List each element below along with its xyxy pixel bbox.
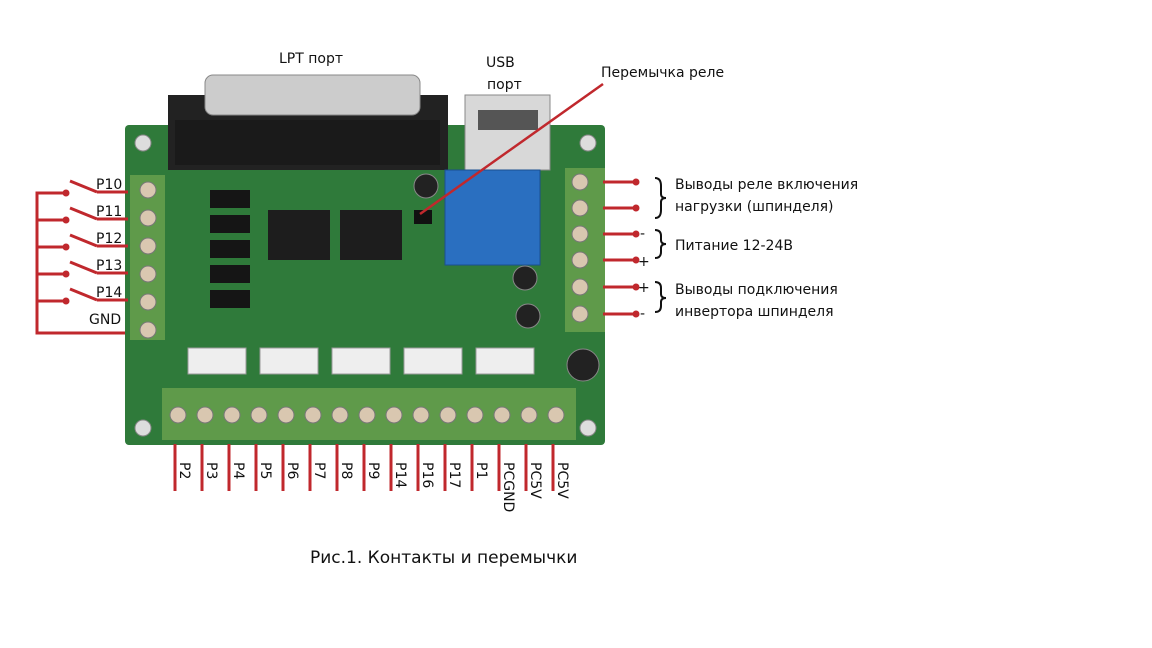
bottom-terminal-lead: P6 <box>281 444 300 491</box>
right-terminal-lead <box>603 230 640 238</box>
sign-plus: + <box>638 280 650 296</box>
left-label: P13 <box>96 258 122 274</box>
bottom-terminal-lead: P16 <box>416 444 435 491</box>
left-label: P10 <box>96 177 122 193</box>
bottom-terminal-lead: P7 <box>308 444 327 491</box>
bottom-label: P5 <box>257 462 273 479</box>
bottom-terminal-lead: P9 <box>362 444 381 491</box>
bottom-terminal-lead: P8 <box>335 444 354 491</box>
optocouplers <box>210 190 250 308</box>
left-terminal-block <box>130 175 165 340</box>
bottom-label: PC5V <box>554 462 570 499</box>
lpt-connector <box>168 74 448 170</box>
bottom-terminal-lead: P4 <box>227 444 246 491</box>
bottom-terminal-lead: P3 <box>200 444 219 491</box>
right-terminal-lead <box>603 310 640 318</box>
inverter-label: Выводы подключения <box>675 282 838 298</box>
capacitor <box>566 348 600 382</box>
sign-minus: - <box>640 226 645 242</box>
bottom-label: P17 <box>446 462 462 488</box>
bottom-label: P4 <box>230 462 246 479</box>
right-terminal-lead <box>603 178 640 186</box>
bottom-terminal-lead: P17 <box>443 444 462 491</box>
right-terminal-lead <box>603 204 640 212</box>
bottom-label: PC5V <box>527 462 543 499</box>
left-label: P11 <box>96 204 122 220</box>
bottom-label: PCGND <box>500 462 516 512</box>
chip <box>340 210 402 260</box>
bottom-label: P3 <box>203 462 219 479</box>
sign-plus: + <box>638 254 650 270</box>
chip <box>268 210 330 260</box>
controller-board <box>125 74 605 445</box>
bottom-terminal-lead: P5 <box>254 444 273 491</box>
right-terminal-lead <box>603 283 640 291</box>
figure-caption: Рис.1. Контакты и перемычки <box>310 548 577 568</box>
bottom-label: P16 <box>419 462 435 488</box>
left-terminal-p13: P13 <box>37 258 128 278</box>
bottom-label: P1 <box>473 462 489 479</box>
bottom-terminal-lead: PC5V <box>551 444 570 499</box>
left-terminal-p14: P14 <box>37 285 128 305</box>
right-terminal-block <box>565 168 605 332</box>
bottom-terminal-lead: P1 <box>470 444 489 491</box>
left-label: P12 <box>96 231 122 247</box>
bottom-terminal-lead: P14 <box>389 444 408 491</box>
relay <box>444 169 541 266</box>
relay-outputs-label-2: нагрузки (шпинделя) <box>675 199 834 215</box>
usb-port-label: USB <box>486 55 515 71</box>
relay-jumper-label: Перемычка реле <box>601 65 724 81</box>
power-label: Питание 12-24В <box>675 238 793 254</box>
jumper-pointer-line <box>419 82 604 216</box>
axis-headers <box>187 347 535 375</box>
left-label: GND <box>89 312 121 328</box>
left-terminal-p11: P11 <box>37 204 128 224</box>
left-terminal-gnd: GND <box>89 312 121 328</box>
lpt-port-label: LPT порт <box>279 51 343 67</box>
bottom-label: P14 <box>392 462 408 488</box>
capacitor <box>512 265 538 291</box>
usb-port-label-2: порт <box>487 77 522 93</box>
brackets <box>654 177 667 313</box>
capacitor <box>413 173 439 199</box>
left-terminal-p10: P10 <box>37 177 128 197</box>
bottom-terminal-lead: P2 <box>173 444 192 491</box>
inverter-label-2: инвертора шпинделя <box>675 304 834 320</box>
usb-connector <box>464 94 551 171</box>
capacitor <box>515 303 541 329</box>
bottom-label: P2 <box>176 462 192 479</box>
bottom-label: P6 <box>284 462 300 479</box>
bottom-label: P7 <box>311 462 327 479</box>
left-terminal-p12: P12 <box>37 231 128 251</box>
relay-outputs-label: Выводы реле включения <box>675 177 858 193</box>
left-label: P14 <box>96 285 122 301</box>
bottom-terminal-lead: PC5V <box>524 444 543 499</box>
bottom-terminal-lead: PCGND <box>497 444 516 512</box>
bottom-label: P8 <box>338 462 354 479</box>
sign-minus: - <box>640 306 645 322</box>
bottom-terminal-block <box>162 388 576 440</box>
right-terminal-lead <box>603 256 640 264</box>
relay-jumper <box>414 210 432 224</box>
bottom-label: P9 <box>365 462 381 479</box>
